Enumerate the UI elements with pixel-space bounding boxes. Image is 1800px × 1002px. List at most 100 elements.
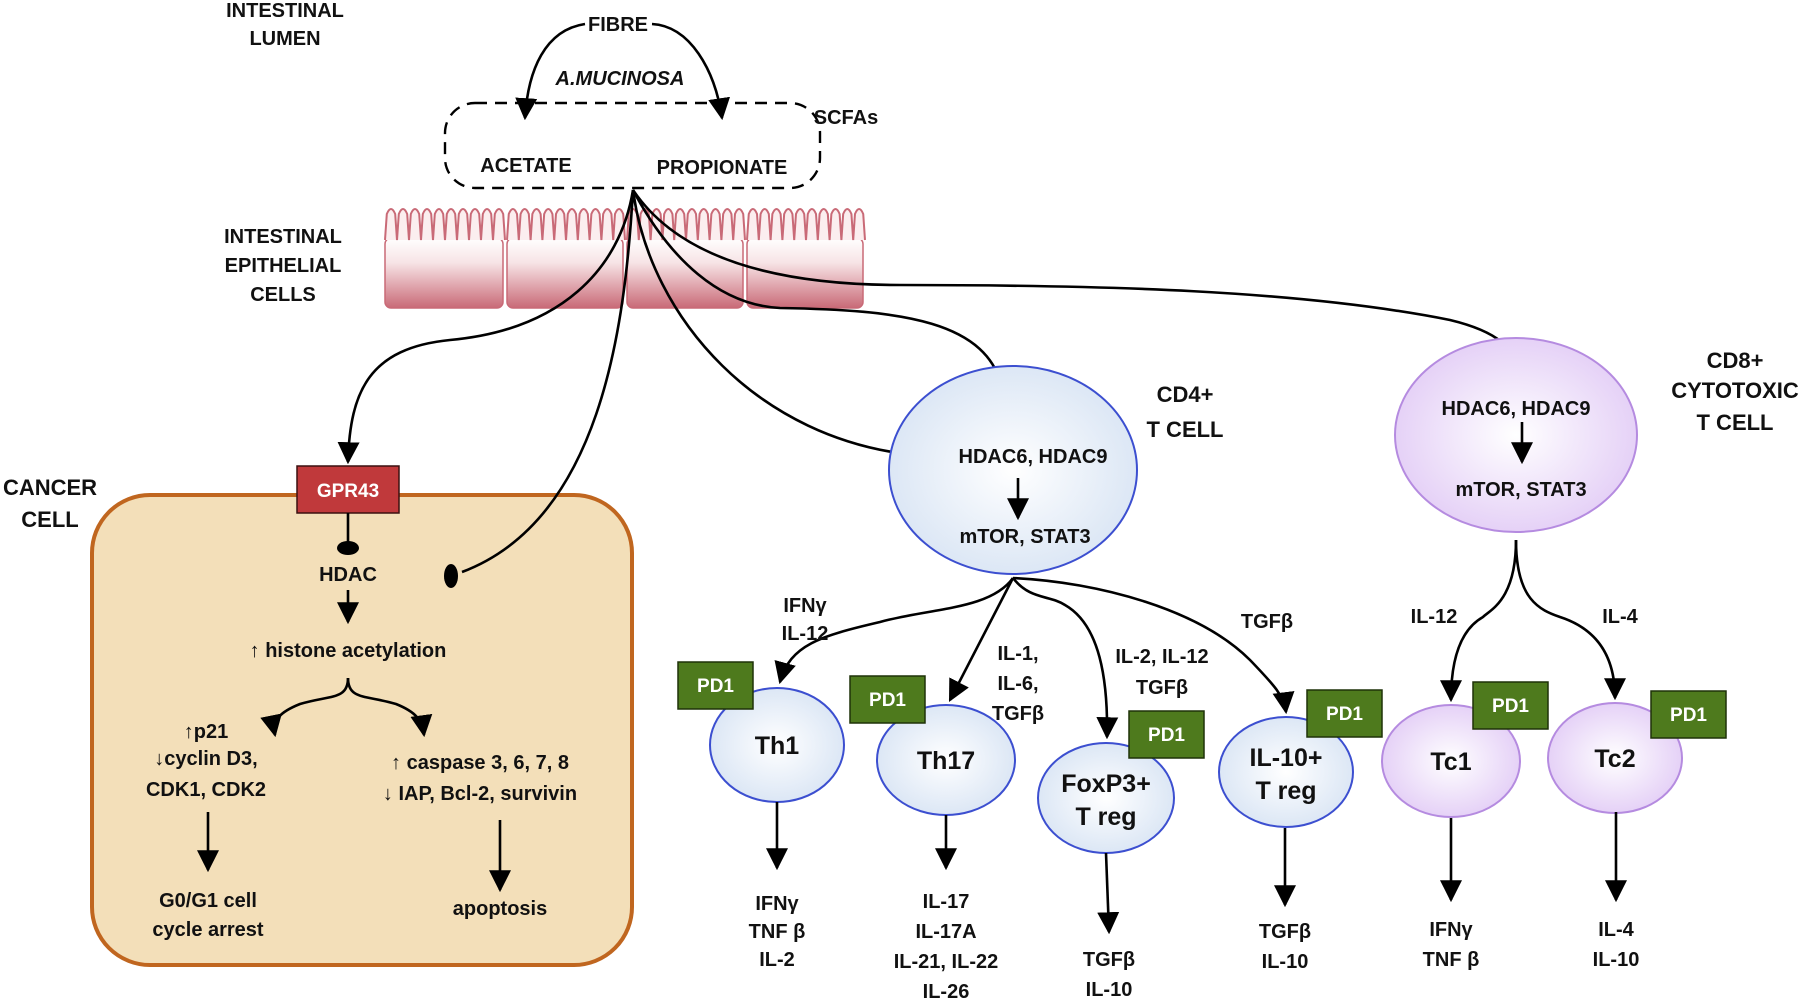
subset-name-line: FoxP3+ <box>1061 770 1151 798</box>
pd1-label: PD1 <box>1148 725 1185 746</box>
subset-name-line: Th1 <box>755 732 800 760</box>
inducer-cytokines-line: IL-1, <box>997 643 1038 665</box>
pd1-marker <box>1128 710 1205 759</box>
cd8-hdac-label: HDAC6, HDAC9 <box>1442 398 1591 420</box>
svg-text:CD4+: CD4+ <box>1157 382 1214 407</box>
scfa-inhibits-cancer-hdac <box>461 189 635 574</box>
pd1-label: PD1 <box>697 676 734 697</box>
inducer-cytokines: TGFβ <box>1241 611 1293 633</box>
secreted-cytokines-line: IL-4 <box>1598 919 1634 941</box>
secreted-cytokines-line: TGFβ <box>1259 921 1311 943</box>
apoptosis-regulators: ↑ caspase 3, 6, 7, 8 ↓ IAP, Bcl-2, survi… <box>383 752 577 805</box>
inducer-cytokines-line: IL-6, <box>997 673 1038 695</box>
scfa-inhibits-cd4-hdac-top <box>631 189 1005 393</box>
svg-text:↑ caspase 3, 6, 7, 8: ↑ caspase 3, 6, 7, 8 <box>391 752 569 774</box>
cd4-induction-arrow <box>774 577 1015 685</box>
cd4-hdac-label: HDAC6, HDAC9 <box>959 446 1108 468</box>
svg-text:INTESTINAL: INTESTINAL <box>226 0 344 22</box>
gpr43-receptor <box>296 465 400 514</box>
cell-cycle-arrest-outcome: G0/G1 cell cycle arrest <box>152 890 264 941</box>
hdac-label: HDAC <box>319 564 377 586</box>
subset-name-line: Tc1 <box>1430 748 1471 776</box>
bacterium-label: A.MUCINOSA <box>555 68 685 90</box>
inducer-cytokines-line: IL-4 <box>1602 606 1638 628</box>
secreted-cytokines-line: IL-17 <box>923 891 970 913</box>
inducer-cytokines-line: IL-12 <box>1411 606 1458 628</box>
subset-name-line: T reg <box>1255 777 1316 805</box>
region-label-lumen: INTESTINAL LUMEN <box>226 0 344 50</box>
scfa-inhibits-cd4-hdac-side <box>631 189 916 457</box>
svg-text:T CELL: T CELL <box>1697 410 1774 435</box>
subset-name: Tc1 <box>1430 748 1471 776</box>
villi <box>746 208 866 241</box>
subset-name: Tc2 <box>1594 745 1635 773</box>
scfa-to-gpr43-arrow <box>337 189 635 465</box>
svg-text:↑p21: ↑p21 <box>184 721 228 743</box>
svg-text:CELL: CELL <box>21 507 78 532</box>
histone-to-p21-arrow <box>260 677 350 738</box>
secreted-cytokines-line: TNF β <box>749 921 806 943</box>
pd1-label: PD1 <box>869 690 906 711</box>
scfa-dashed-box <box>443 101 822 190</box>
cd4-mtor-label: mTOR, STAT3 <box>959 526 1090 548</box>
svg-text:CD8+: CD8+ <box>1707 348 1764 373</box>
region-label-cd4: CD4+ T CELL <box>1147 382 1224 442</box>
cd8-induction-arrow <box>1514 539 1626 701</box>
cd8-subset-cell <box>1381 704 1521 818</box>
inducer-cytokines-line: IL-12 <box>782 623 829 645</box>
svg-text:↓cyclin D3,: ↓cyclin D3, <box>154 748 257 770</box>
secreted-cytokines-line: TNF β <box>1423 949 1480 971</box>
inducer-cytokines: IL-1,IL-6,TGFβ <box>992 643 1044 725</box>
inhibition-cap-icon <box>337 541 359 555</box>
cd4-subset-cell <box>1218 716 1354 828</box>
inducer-cytokines: IL-12 <box>1411 606 1458 628</box>
secretion-arrow <box>1097 852 1120 935</box>
histone-acetylation-label: ↑ histone acetylation <box>250 640 447 662</box>
secreted-cytokines-line: IL-2 <box>759 949 795 971</box>
cd4-subset-cell <box>1037 742 1175 854</box>
histone-to-caspase-arrow <box>346 677 433 738</box>
pd1-marker <box>677 661 754 710</box>
subset-name: Th1 <box>755 732 800 760</box>
subset-name: FoxP3+T reg <box>1061 770 1151 831</box>
scfa-label: SCFAs <box>814 107 878 129</box>
inducer-cytokines-line: IL-2, IL-12 <box>1115 646 1208 668</box>
pd1-label: PD1 <box>1670 705 1707 726</box>
subset-name: IL-10+T reg <box>1250 744 1323 805</box>
svg-text:CYTOTOXIC: CYTOTOXIC <box>1671 378 1799 403</box>
epithelial-cell <box>384 237 504 309</box>
secreted-cytokines-line: IL-17A <box>915 921 976 943</box>
svg-text:EPITHELIAL: EPITHELIAL <box>225 255 342 277</box>
svg-text:cycle arrest: cycle arrest <box>152 919 264 941</box>
region-label-cd8: CD8+ CYTOTOXIC T CELL <box>1671 348 1799 435</box>
pd1-label: PD1 <box>1492 696 1529 717</box>
svg-text:G0/G1 cell: G0/G1 cell <box>159 890 257 912</box>
secreted-cytokines-line: IFNγ <box>1429 919 1473 941</box>
propionate-label: PROPIONATE <box>657 157 788 179</box>
pd1-marker <box>1306 689 1383 738</box>
svg-text:INTESTINAL: INTESTINAL <box>224 226 342 248</box>
cd4-t-cell <box>888 365 1138 575</box>
region-label-cancer: CANCER CELL <box>3 475 97 532</box>
svg-text:T CELL: T CELL <box>1147 417 1224 442</box>
inhibition-cap-icon <box>444 564 458 588</box>
subset-name-line: Tc2 <box>1594 745 1635 773</box>
subset-name: Th17 <box>917 747 975 775</box>
villi <box>384 208 506 241</box>
cd8-mtor-label: mTOR, STAT3 <box>1455 479 1586 501</box>
acetate-label: ACETATE <box>480 155 571 177</box>
apoptosis-outcome: apoptosis <box>453 898 547 920</box>
svg-text:CELLS: CELLS <box>250 284 316 306</box>
cell-cycle-regulators: ↑p21 ↓cyclin D3, CDK1, CDK2 <box>146 721 266 801</box>
